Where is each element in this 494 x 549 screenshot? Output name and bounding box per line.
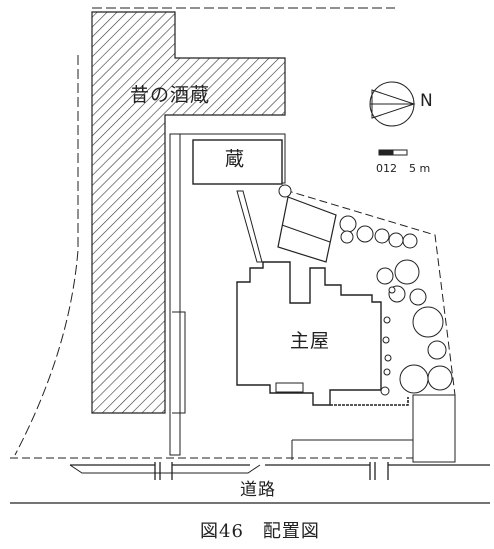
main-house-step: [275, 382, 304, 393]
shed-building: [277, 196, 337, 263]
kura-building: [192, 139, 283, 185]
kura-passage: [236, 190, 263, 263]
main-house: [236, 261, 382, 406]
scale-bar-icon: [378, 149, 408, 156]
figure-caption: 図46 配置図: [200, 521, 320, 542]
north-label: N: [420, 91, 433, 111]
old-sakagura-label: 昔の酒蔵: [130, 84, 211, 106]
main-house-porch: [330, 397, 409, 406]
tree-icon: [278, 184, 453, 396]
road-label: 道路: [240, 480, 276, 500]
west-wall: [169, 133, 181, 456]
scale-start-label: 012: [376, 162, 397, 175]
kura-label: 蔵: [225, 148, 245, 170]
annex-west: [172, 311, 186, 414]
old-sakagura-area: [91, 11, 286, 414]
north-arrow-icon: [369, 81, 416, 127]
front-structure: [412, 394, 456, 463]
site-boundary-left: [14, 55, 79, 456]
scale-end-label: 5 m: [409, 162, 431, 175]
road-culverts: [154, 462, 389, 480]
front-gate: [291, 439, 414, 460]
omoya-label: 主屋: [290, 330, 331, 352]
road-gutter: [69, 464, 261, 474]
shed-divider: [281, 224, 331, 243]
